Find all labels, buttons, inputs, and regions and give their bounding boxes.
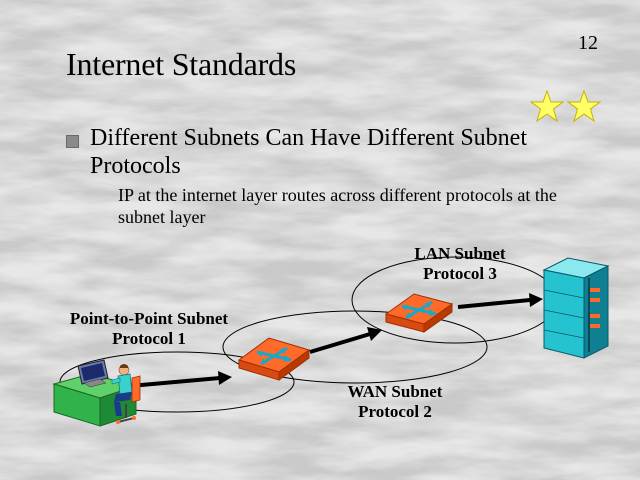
router-icon (384, 293, 454, 333)
star-icon (530, 90, 565, 123)
lan-subnet-label: LAN Subnet Protocol 3 (404, 244, 516, 284)
arrow-router2-to-server (457, 293, 543, 309)
wan-subnet-label-line2: Protocol 2 (358, 402, 432, 421)
p2p-subnet-label-line2: Protocol 1 (112, 329, 186, 348)
arrow-computer-to-router1 (129, 371, 232, 388)
router-icon (237, 337, 311, 381)
arrow-router1-to-router2 (309, 327, 382, 354)
stars-decoration (530, 90, 602, 123)
server-icon (542, 257, 610, 359)
slide-title: Internet Standards (66, 46, 297, 82)
p2p-subnet-label: Point-to-Point Subnet Protocol 1 (50, 309, 248, 349)
lan-subnet-label-line1: LAN Subnet (414, 244, 506, 263)
bullet-text: Different Subnets Can Have Different Sub… (90, 125, 528, 179)
computer-workstation-icon (52, 359, 141, 427)
wan-subnet-label: WAN Subnet Protocol 2 (340, 382, 450, 422)
p2p-subnet-label-line1: Point-to-Point Subnet (69, 309, 229, 328)
sub-bullet-text: IP at the internet layer routes across d… (118, 185, 557, 227)
lan-subnet-label-line2: Protocol 3 (423, 264, 497, 283)
star-icon (566, 90, 602, 123)
slide-number: 12 (578, 32, 598, 54)
bullet-marker (66, 135, 79, 148)
wan-subnet-ellipse (222, 310, 488, 384)
wan-subnet-label-line1: WAN Subnet (347, 382, 443, 401)
